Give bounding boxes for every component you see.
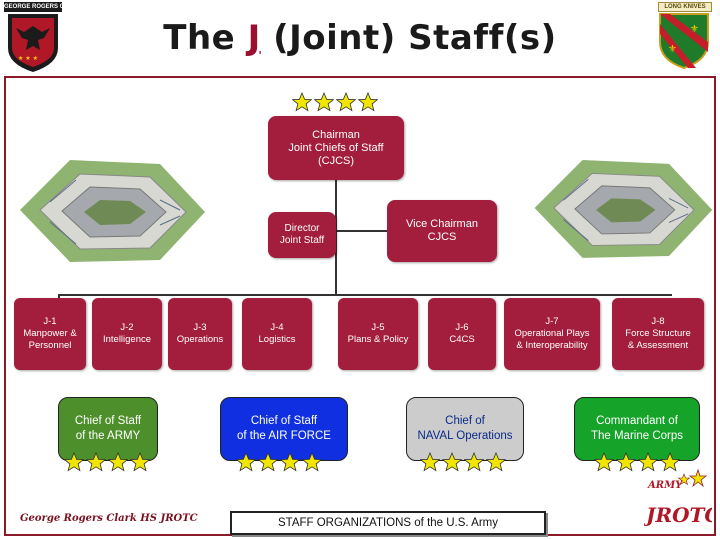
star-icon [336,92,356,112]
star-icon [108,452,128,472]
j5-label: Plans & Policy [347,334,409,345]
j7-code: J-7 [545,316,559,327]
star-icon [64,452,84,472]
j8-label-line1: Force Structure [625,328,691,339]
j1-label-line1: Manpower & [23,328,77,339]
jrotc-logo-jrotc-text: JROTC [644,503,712,527]
army-box-line2: of the ARMY [75,430,141,442]
j5-code: J-5 [371,322,385,333]
star-icon [292,92,312,112]
star-icon [130,452,150,472]
marines-box-line1: Commandant of [596,415,678,427]
j3-code: J-3 [193,322,207,333]
regiment-crest-logo: ⚜ ⚜ LONG KNIVES [652,2,716,70]
star-icon [280,452,300,472]
j4-code: J-4 [270,322,284,333]
chairman-subtitle: Joint Chiefs of Staff [288,141,384,154]
title-text-post: (Joint) Staff(s) [260,18,557,58]
army-box-line1: Chief of Staff [74,415,142,427]
star-icon [638,452,658,472]
air-force-box-line1: Chief of Staff [250,415,318,427]
j1-label-line2: Personnel [28,340,72,351]
vice-chairman-abbrev: CJCS [427,231,457,243]
j3-label: Operations [176,334,224,345]
army-jrotc-logo: ARMY JROTC [642,468,720,532]
star-icon [86,452,106,472]
director-title: Director [284,223,320,234]
j3-operations-box: J-3 Operations [168,298,232,370]
j2-code: J-2 [120,322,134,333]
air-force-box-line2: of the AIR FORCE [237,430,331,442]
svg-text:⚜: ⚜ [690,24,699,35]
j6-label: C4CS [449,334,475,345]
star-icon [420,452,440,472]
j8-force-structure-box: J-8 Force Structure & Assessment [612,298,704,370]
title-j-letter: J [247,18,261,58]
school-crest-logo: GEORGE ROGERS CLARK ★ ★ ★ [4,2,62,74]
j6-code: J-6 [455,322,469,333]
j7-label-line2: & Interoperability [516,340,588,351]
connector-chairman-down [335,180,337,296]
eagle-crest-icon: ★ ★ ★ [8,14,58,72]
j5-plans-policy-box: J-5 Plans & Policy [338,298,418,370]
marine-corps-commandant-box: Commandant of The Marine Corps [574,397,700,461]
regiment-crest-banner: LONG KNIVES [658,2,712,12]
director-joint-staff-box: Director Joint Staff [268,212,336,258]
jrotc-logo-army-text: ARMY [647,480,683,491]
star-icon [358,92,378,112]
j8-label-line2: & Assessment [627,340,689,351]
star-icon [616,452,636,472]
j1-manpower-personnel-box: J-1 Manpower & Personnel [14,298,86,370]
vice-chairman-box: Vice Chairman CJCS [387,200,497,262]
chairman-jcs-box: Chairman Joint Chiefs of Staff (CJCS) [268,116,404,180]
shield-crest-icon: ⚜ ⚜ [659,13,709,70]
star-icon [236,452,256,472]
director-subtitle: Joint Staff [279,235,325,246]
connector-j-staff-bus [58,294,672,296]
navy-four-stars [420,452,506,472]
star-icon [258,452,278,472]
jrotc-emblem-icon: ARMY JROTC [642,468,720,527]
j7-label-line1: Operational Plays [514,328,590,339]
marines-four-stars [594,452,680,472]
slide-caption-box: STAFF ORGANIZATIONS of the U.S. Army [230,511,546,535]
navy-box-line1: Chief of [445,415,485,427]
star-icon [464,452,484,472]
chairman-abbrev: (CJCS) [317,154,355,167]
vice-chairman-title: Vice Chairman [406,218,478,230]
svg-text:⚜: ⚜ [668,44,677,55]
air-force-chief-of-staff-box: Chief of Staff of the AIR FORCE [220,397,348,461]
j2-intelligence-box: J-2 Intelligence [92,298,162,370]
army-chief-of-staff-box: Chief of Staff of the ARMY [58,397,158,461]
navy-box-line2: NAVAL Operations [417,430,513,442]
connector-to-vice-chairman [335,230,387,232]
air-force-four-stars [236,452,322,472]
pentagon-building-right-icon [534,160,713,258]
j2-label: Intelligence [102,334,152,345]
svg-text:★ ★ ★: ★ ★ ★ [18,55,38,62]
army-four-stars [64,452,150,472]
title-text-pre: The [163,18,248,58]
chairman-four-stars [292,92,378,112]
star-icon [442,452,462,472]
star-icon [314,92,334,112]
page-title: The J (Joint) Staff(s) [100,18,620,68]
j4-label: Logistics [258,334,296,345]
j1-code: J-1 [43,316,57,327]
j7-operational-plays-box: J-7 Operational Plays & Interoperability [504,298,600,370]
pentagon-building-left-icon [20,160,205,262]
connector-j1 [58,294,60,300]
star-icon [660,452,680,472]
chairman-title: Chairman [312,128,360,141]
school-name-footer: George Rogers Clark HS JROTC [20,513,198,524]
j8-code: J-8 [651,316,665,327]
marines-box-line2: The Marine Corps [590,430,684,442]
naval-operations-chief-box: Chief of NAVAL Operations [406,397,524,461]
star-icon [486,452,506,472]
school-crest-banner: GEORGE ROGERS CLARK [4,2,62,12]
j4-logistics-box: J-4 Logistics [242,298,312,370]
star-icon [594,452,614,472]
star-icon [302,452,322,472]
j6-c4cs-box: J-6 C4CS [428,298,496,370]
